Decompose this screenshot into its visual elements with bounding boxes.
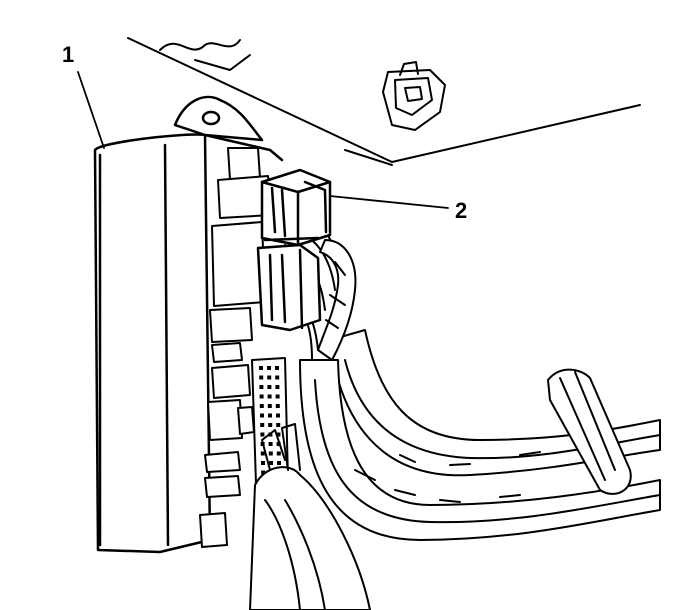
connector-pin xyxy=(260,423,265,427)
connector-pin xyxy=(268,451,273,456)
control-module xyxy=(93,95,284,554)
connector-pin xyxy=(259,375,264,380)
connector-pin xyxy=(276,432,281,437)
connector-pin xyxy=(267,385,272,389)
connector-pin xyxy=(267,394,272,399)
connector-pin xyxy=(275,366,279,370)
leader-line-1 xyxy=(77,71,105,149)
connector-pin xyxy=(275,385,280,389)
connector-pin xyxy=(277,461,281,465)
connector-pin xyxy=(260,451,265,456)
hand-glove xyxy=(249,423,371,610)
connector-pin xyxy=(275,394,280,399)
connector-pin xyxy=(268,413,272,418)
connector-pin xyxy=(259,366,263,370)
callout-label-1: 1 xyxy=(62,42,75,67)
connector-pin xyxy=(276,451,281,456)
connector-pin xyxy=(276,423,281,427)
leader-line-2 xyxy=(329,195,449,209)
module-connectors xyxy=(199,147,289,548)
connector-pin xyxy=(275,375,280,380)
connector-pin xyxy=(267,366,271,370)
connector-pin xyxy=(269,461,273,465)
connector-pin xyxy=(268,423,273,427)
connector-pin xyxy=(261,470,266,475)
leader-lines xyxy=(77,71,449,209)
background-panel xyxy=(127,37,641,166)
connector-pin xyxy=(267,375,272,380)
nut-stud xyxy=(382,61,446,131)
connector-pin xyxy=(259,404,264,408)
connector-pin xyxy=(267,404,272,408)
connector-pin xyxy=(276,442,281,446)
connector-pin xyxy=(261,461,265,465)
connector-pin xyxy=(259,394,264,399)
connector-pin xyxy=(260,432,265,437)
connector-pin xyxy=(259,385,264,389)
connector-pin xyxy=(275,404,280,408)
connector-pin xyxy=(276,413,280,418)
connector-pin xyxy=(268,442,273,446)
connector-pin xyxy=(260,413,264,418)
wiring-harness xyxy=(284,204,661,541)
callout-label-2: 2 xyxy=(455,198,468,223)
harness-connector xyxy=(256,168,332,332)
